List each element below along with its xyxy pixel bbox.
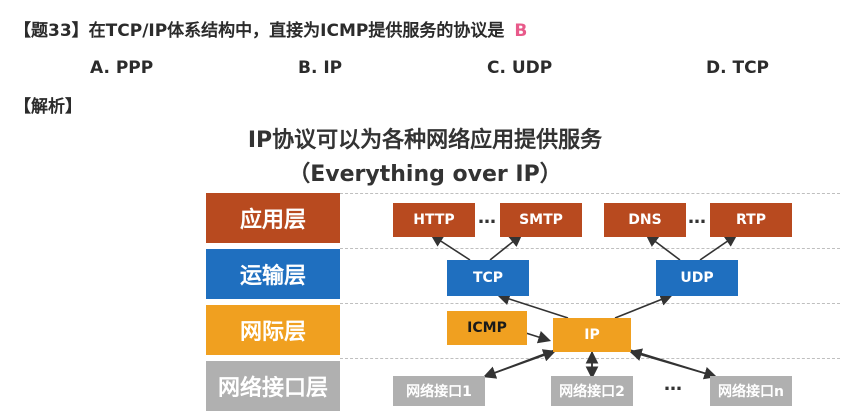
protocol-rtp: RTP [710,203,792,237]
diagram-title: IP协议可以为各种网络应用提供服务 （Everything over IP） [170,124,680,192]
layer-application: 应用层 [206,193,340,243]
question-stem: 【题33】在TCP/IP体系结构中，直接为ICMP提供服务的协议是 [14,21,505,41]
interface-1: 网络接口1 [393,376,485,406]
protocol-ip: IP [553,318,631,352]
protocol-udp: UDP [656,260,738,296]
question-text: 【题33】在TCP/IP体系结构中，直接为ICMP提供服务的协议是 B [14,16,527,41]
arrow-ip-udp [614,293,673,319]
option-a[interactable]: A. PPP [90,58,154,78]
interface-n: 网络接口n [710,376,792,406]
layer-separator [340,303,840,304]
ellipsis-app: … [478,207,496,228]
interface-2: 网络接口2 [551,376,633,406]
option-d[interactable]: D. TCP [706,58,770,78]
option-b[interactable]: B. IP [298,58,343,78]
layer-separator [340,248,840,249]
protocol-arrows [430,234,738,380]
arrow-ifn-ip [628,348,715,377]
layer-separator [340,193,840,194]
layer-transport: 运输层 [206,249,340,299]
arrow-tcp-smtp [489,234,523,261]
arrow-if1-ip [485,349,557,377]
arrow-tcp-http [430,234,471,261]
diagram-title-line2: （Everything over IP） [288,162,562,187]
protocol-smtp: SMTP [500,203,582,237]
analysis-label: 【解析】 [14,97,82,117]
option-c[interactable]: C. UDP [487,58,553,78]
arrow-udp-dns [645,234,681,261]
protocol-icmp: ICMP [447,311,527,345]
answer-mark: B [514,21,528,41]
arrow-udp-rtp [699,234,738,261]
protocol-tcp: TCP [447,260,529,296]
arrow-ip-tcp [496,292,569,319]
layer-internet: 网际层 [206,305,340,355]
diagram-title-line1: IP协议可以为各种网络应用提供服务 [247,128,603,153]
protocol-http: HTTP [393,203,475,237]
ellipsis-interface: … [664,374,682,395]
ellipsis-app-2: … [688,207,706,228]
protocol-dns: DNS [604,203,686,237]
